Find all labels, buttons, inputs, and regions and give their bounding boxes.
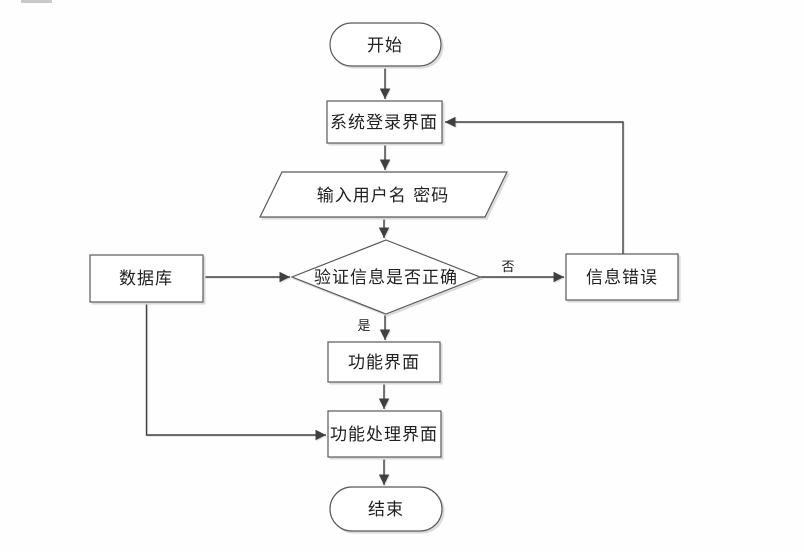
cropped-scrollbar-artifact <box>21 0 52 3</box>
node-verify-decision-diamond <box>290 239 482 315</box>
label-database: 数据库 <box>119 269 173 289</box>
edge-error-to-login <box>445 116 624 254</box>
node-start-terminator <box>329 22 442 67</box>
node-database-process <box>89 254 204 303</box>
node-shapes-group <box>89 22 679 532</box>
label-login: 系统登录界面 <box>330 113 438 133</box>
node-error-process <box>565 253 679 301</box>
node-function-process-process <box>327 410 442 458</box>
node-labels-group: 开始 系统登录界面 输入用户名 密码 验证信息是否正确 数据库 信息错误 功能界… <box>119 36 658 520</box>
edge-label-no: 否 <box>501 260 514 275</box>
label-verify: 验证信息是否正确 <box>314 268 458 288</box>
label-function-ui: 功能界面 <box>348 353 420 373</box>
label-start: 开始 <box>367 36 403 56</box>
edge-label-yes: 是 <box>357 319 370 334</box>
node-login-process <box>326 100 443 144</box>
connectors-group <box>145 66 624 485</box>
node-input-parallelogram <box>259 171 508 218</box>
label-end: 结束 <box>368 500 404 520</box>
label-function-process: 功能处理界面 <box>330 425 438 445</box>
node-end-terminator <box>329 486 443 532</box>
edge-database-to-function-process <box>145 302 326 441</box>
label-input: 输入用户名 密码 <box>317 186 449 206</box>
node-function-ui-process <box>327 341 441 383</box>
label-error: 信息错误 <box>586 268 658 288</box>
